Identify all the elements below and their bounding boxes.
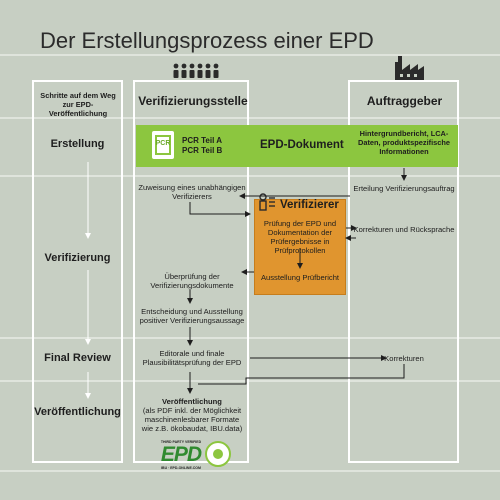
client-order: Erteilung Verifizierungsauftrag	[353, 184, 455, 193]
assign-verifier: Zuweisung eines unabhängigen Verifiziere…	[138, 183, 246, 201]
phase-veroeffentlichung: Veröffentlichung	[34, 406, 121, 418]
epd-logo: THIRD PARTY VERIFIED EPD IBU · EPD-ONLIN…	[158, 440, 204, 470]
publication-title: Veröffentlichung	[162, 397, 222, 406]
divider	[0, 470, 500, 472]
verifier-body-header: Verifizierungsstelle	[138, 94, 248, 108]
issue-report: Ausstellung Prüfbericht	[260, 273, 340, 282]
divider	[0, 380, 500, 382]
pcr-b: PCR Teil B	[182, 146, 223, 155]
pcr-document-icon: PCR	[152, 131, 174, 159]
creation-bar	[136, 125, 458, 167]
divider	[0, 175, 500, 177]
divider	[0, 54, 500, 56]
steps-header: Schritte auf dem Weg zur EPD-Veröffentli…	[40, 91, 116, 118]
pcr-icon-label: PCR	[155, 140, 171, 147]
verifier-box	[254, 199, 346, 295]
steps-column	[32, 80, 123, 463]
client-inputs: Hintergrundbericht, LCA-Daten, produktsp…	[358, 129, 450, 156]
decision: Entscheidung und Ausstellung positiver V…	[139, 307, 245, 325]
divider	[0, 117, 500, 119]
phase-erstellung: Erstellung	[50, 138, 105, 150]
phase-verifizierung: Verifizierung	[44, 252, 111, 264]
corrections-query: Korrekturen und Rücksprache	[353, 225, 455, 234]
publication-detail: (als PDF inkl. der Möglichkeit maschinen…	[141, 406, 243, 433]
pcr-a: PCR Teil A	[182, 136, 223, 145]
client-header: Auftraggeber	[366, 94, 443, 108]
client-column	[348, 80, 459, 463]
corrections: Korrekturen	[384, 354, 424, 363]
seal-icon	[205, 441, 231, 467]
epd-document: EPD-Dokument	[260, 139, 344, 151]
logo-main-text: EPD	[160, 443, 202, 466]
phase-final-review: Final Review	[44, 352, 111, 364]
verifier-title: Verifizierer	[280, 199, 339, 211]
page-title: Der Erstellungsprozess einer EPD	[40, 28, 374, 53]
logo-bottom-text: IBU · EPD-ONLINE.COM	[161, 466, 201, 470]
logo-top-text: THIRD PARTY VERIFIED	[160, 440, 202, 444]
review-docs: Überprüfung der Verifizierungsdokumente	[150, 272, 234, 290]
editorial-check: Editorale und finale Plausibilitätsprüfu…	[142, 349, 242, 367]
divider	[0, 337, 500, 339]
